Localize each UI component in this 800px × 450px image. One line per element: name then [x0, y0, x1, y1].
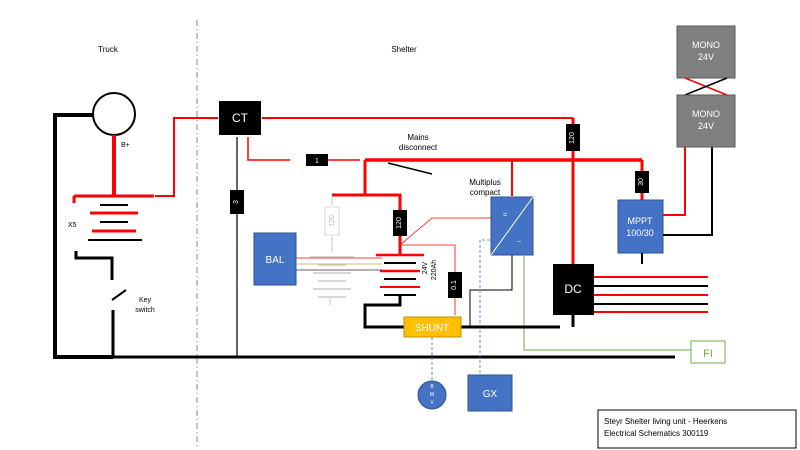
mono-panel-top: [676, 25, 736, 79]
shunt-box: [403, 316, 462, 338]
gx-box: [467, 374, 513, 412]
second-battery-ghost: [310, 195, 354, 305]
mppt-pv-positive-wire: [663, 133, 686, 216]
truck-feed-to-ct: [155, 117, 218, 197]
fi-box: [690, 340, 726, 364]
bal-box: [253, 232, 297, 286]
bmv-letter-v: V: [430, 400, 434, 406]
multiplus-label-1: Multiplus: [469, 178, 501, 187]
mains-disconnect-label-2: disconnect: [399, 143, 438, 152]
mains-disconnect-label-1: Mains: [407, 133, 428, 142]
fuse-mppt: [635, 171, 649, 193]
panel-series-wire-black: [684, 77, 728, 96]
truck-battery-symbol: [74, 194, 154, 241]
fuse-mains-label: 1: [315, 158, 319, 165]
shelter-section-label: Shelter: [391, 45, 417, 54]
ct-to-mains-fuse: [247, 137, 290, 161]
fuse-120-battery-label: 120: [396, 217, 403, 229]
battery-positive-wire: [332, 193, 402, 255]
b-plus-label: B+: [121, 142, 130, 149]
mono-panel-bottom: [676, 94, 736, 148]
key-switch-label-1: Key: [139, 297, 152, 304]
truck-battery-negative-wire: [74, 251, 114, 280]
mains-disconnect-switch: [387, 162, 433, 175]
alternator-symbol: [92, 92, 136, 136]
fuse-shunt-label: 0.1: [451, 280, 458, 290]
bal-label: BAL: [266, 255, 285, 266]
truck-section-label: Truck: [98, 45, 119, 54]
mppt-box: [617, 199, 664, 254]
truck-ground-wire: [53, 113, 113, 359]
battery-voltage-label: 24V: [422, 261, 429, 274]
multiplus-dc-symbol: =: [503, 212, 507, 219]
x5-label: X5: [68, 222, 77, 229]
house-battery-symbol: [376, 253, 424, 296]
bmv-monitor: [417, 380, 447, 410]
shunt-label: SHUNT: [415, 323, 449, 334]
multiplus-ac-symbol: ~: [517, 239, 521, 246]
multiplus-label-2: compact: [470, 188, 501, 197]
mono-panel-bottom-label-1: MONO: [692, 109, 720, 119]
title-block-line-2: Electrical Schematics 300119: [604, 429, 709, 438]
fuse-ct: [230, 190, 244, 214]
battery-capacity-label: 220Ah: [431, 260, 438, 280]
battery-negative-wire: [363, 295, 405, 329]
fuse-mains: [306, 154, 328, 166]
bmv-letter-m: M: [430, 392, 434, 398]
fuse-shunt: [448, 272, 462, 298]
key-switch-label-2: switch: [135, 307, 155, 314]
fuse-120-ghost-label: 120: [329, 215, 336, 227]
mono-panel-bottom-label-2: 24V: [698, 121, 714, 131]
mono-panel-top-label-2: 24V: [698, 52, 714, 62]
dc-box: [553, 264, 594, 315]
title-block: [597, 409, 797, 449]
multiplus-to-gx-dashed: [479, 239, 490, 375]
multiplus-negative-wire: [469, 255, 513, 327]
fuse-ct-label: 3: [233, 200, 240, 204]
multiplus-ac-out-wire: [399, 217, 491, 246]
bmv-letter-b: B: [430, 384, 434, 390]
ct-label: CT: [232, 111, 249, 125]
title-block-line-1: Steyr Shelter living unit - Heerkens: [604, 417, 727, 426]
fuse-120-top-label: 120: [569, 132, 576, 144]
dc-label: DC: [564, 282, 582, 296]
fi-label: FI: [703, 348, 713, 360]
mppt-label-2: 100/30: [626, 228, 654, 238]
mppt-pv-negative-wire: [663, 133, 713, 236]
dc-output-wires: [594, 276, 708, 313]
mppt-label-1: MPPT: [627, 216, 653, 226]
multiplus-diagonal: [490, 196, 534, 256]
fuse-mppt-label: 30: [638, 178, 645, 186]
gx-label: GX: [483, 389, 498, 400]
ct-box: [219, 101, 261, 135]
fuse-120-top: [566, 124, 580, 151]
multiplus-to-fi-wire: [523, 255, 691, 351]
key-switch-symbol: [111, 289, 127, 301]
fuse-120-battery: [393, 210, 407, 236]
mono-panel-top-label-1: MONO: [692, 40, 720, 50]
